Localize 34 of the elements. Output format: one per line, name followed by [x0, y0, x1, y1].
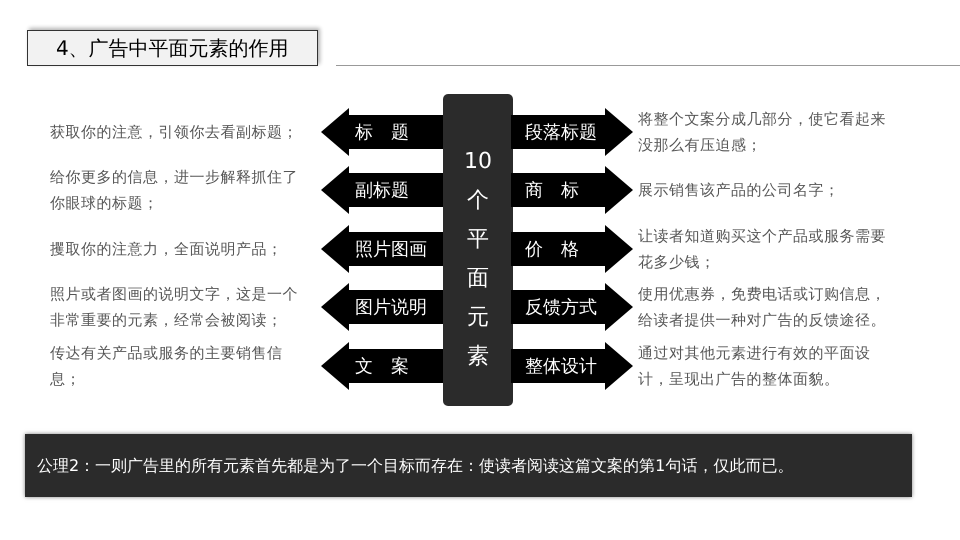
arrow-shape	[511, 342, 633, 390]
description: 将整个文案分成几部分，使它看起来没那么有压迫感；	[638, 109, 887, 156]
element-name: 图片说明	[355, 296, 427, 320]
arrow-shape	[321, 342, 443, 390]
note-box: 公理2：一则广告里的所有元素首先都是为了一个目标而存在：使读者阅读这篇文案的第1句话，仅此而已。	[25, 434, 912, 497]
arrow-shape	[321, 283, 443, 331]
element-name: 段落标题	[525, 120, 597, 144]
description: 给你更多的信息，进一步解释抓住了你眼球的标题；	[50, 167, 299, 214]
element-name: 副标题	[355, 178, 409, 202]
description: 传达有关产品或服务的主要销售信息；	[50, 343, 284, 390]
arrow-shape	[511, 225, 633, 273]
arrow-shape	[321, 166, 443, 214]
element-name: 标 题	[355, 120, 409, 144]
description: 展示销售该产品的公司名字；	[638, 180, 840, 201]
title: 4、广告中平面元素的作用	[56, 35, 289, 62]
element-name: 反馈方式	[525, 296, 597, 320]
arrow-shape	[511, 166, 633, 214]
description: 使用优惠券，免费电话或订购信息，给读者提供一种对广告的反馈途径。	[638, 284, 887, 331]
element-name: 文 案	[355, 354, 409, 378]
arrow-shape	[511, 283, 633, 331]
description: 照片或者图画的说明文字，这是一个非常重要的元素，经常会被阅读；	[50, 284, 299, 331]
center-bar	[443, 94, 513, 406]
description: 通过对其他元素进行有效的平面设计，呈现出广告的整体面貌。	[638, 343, 872, 390]
element-name: 整体设计	[525, 354, 597, 378]
element-name: 照片图画	[355, 238, 427, 262]
arrow-shape	[321, 108, 443, 156]
description: 获取你的注意，引领你去看副标题；	[50, 122, 299, 143]
description: 让读者知道购买这个产品或服务需要花多少钱；	[638, 226, 887, 273]
element-name: 商 标	[525, 178, 579, 202]
center-label: 10个平面元素	[464, 148, 492, 371]
description: 攫取你的注意力，全面说明产品；	[50, 239, 284, 260]
arrow-shape	[511, 108, 633, 156]
arrow-shape	[321, 225, 443, 273]
element-name: 价 格	[525, 238, 579, 262]
